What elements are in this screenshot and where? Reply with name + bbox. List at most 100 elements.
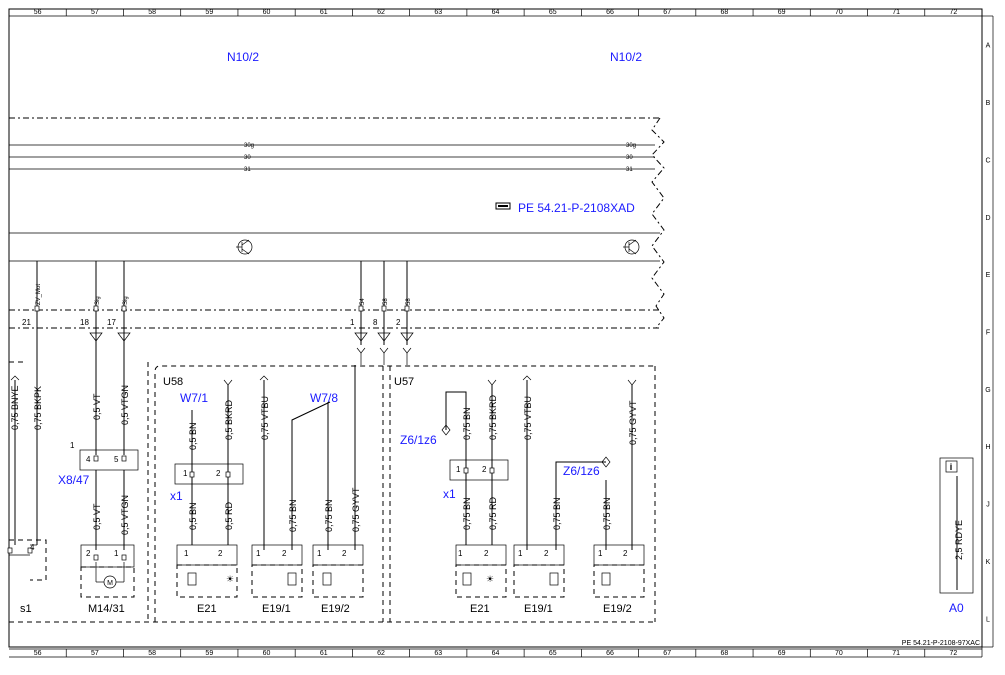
column-number: 72 bbox=[949, 9, 957, 16]
w78-label: W7/8 bbox=[310, 391, 338, 405]
column-number: 68 bbox=[721, 9, 729, 16]
e21b-pin2: 2 bbox=[484, 549, 489, 558]
info-icon bbox=[945, 460, 958, 473]
column-number: 64 bbox=[492, 9, 500, 16]
signal-pin1: 54 bbox=[360, 298, 366, 305]
a0-wire: 2,5 RDYE bbox=[954, 520, 964, 560]
reference-text[interactable]: PE 54.21-P-2108XAD bbox=[518, 201, 635, 215]
e192-label-b: E19/2 bbox=[603, 603, 632, 615]
e21-label-a: E21 bbox=[197, 603, 217, 615]
column-number: 67 bbox=[663, 9, 671, 16]
info-icon-glyph: i bbox=[950, 462, 953, 472]
row-letter: F bbox=[986, 330, 990, 337]
z61z6-label-a: Z6/1z6 bbox=[400, 433, 437, 447]
e21a-pin1: 1 bbox=[184, 549, 189, 558]
column-number: 57 bbox=[91, 650, 99, 657]
e21a-pin2: 2 bbox=[218, 549, 223, 558]
row-letter: B bbox=[986, 100, 991, 107]
e192-label-a: E19/2 bbox=[321, 603, 350, 615]
pin-21: 21 bbox=[22, 318, 31, 327]
row-letter: E bbox=[986, 272, 991, 279]
bus-31-left-label: 31 bbox=[244, 167, 251, 173]
column-number: 66 bbox=[606, 9, 614, 16]
lamp-icon-b: ☀ bbox=[486, 574, 494, 584]
column-number: 59 bbox=[205, 650, 213, 657]
x1a-pin2: 2 bbox=[216, 469, 221, 478]
m1431-label: M14/31 bbox=[88, 603, 125, 615]
column-number: 56 bbox=[34, 650, 42, 657]
wire-bkpk: 0,75 BKPK bbox=[33, 386, 43, 430]
u57-wire-vtbu: 0,75 VTBU bbox=[523, 396, 533, 440]
row-letter: J bbox=[986, 502, 990, 509]
wire-vtgn-top: 0,5 VTGN bbox=[120, 385, 130, 425]
row-letter: A bbox=[986, 43, 991, 50]
module-label-left: N10/2 bbox=[227, 50, 259, 64]
column-number: 59 bbox=[205, 9, 213, 16]
e191a-pin1: 1 bbox=[256, 549, 261, 558]
row-letter: H bbox=[985, 444, 990, 451]
row-letter: K bbox=[986, 559, 991, 566]
row-letter: L bbox=[986, 616, 990, 623]
n102-boundary bbox=[9, 117, 665, 329]
x1-label-a: x1 bbox=[170, 489, 183, 503]
u57-wire-bn-bot: 0,75 BN bbox=[462, 497, 472, 530]
column-number: 63 bbox=[434, 650, 442, 657]
u58-wire-rd-bot: 0,5 RD bbox=[224, 501, 234, 530]
e191-label-b: E19/1 bbox=[524, 603, 553, 615]
row-letter: C bbox=[985, 157, 990, 164]
column-number: 66 bbox=[606, 650, 614, 657]
a0-label: A0 bbox=[949, 601, 964, 615]
x847-pin5-label: 5 bbox=[114, 455, 119, 464]
e192-lamp-b: 1 2 E19/2 bbox=[593, 544, 645, 615]
e191b-pin1: 1 bbox=[518, 549, 523, 558]
w71-label: W7/1 bbox=[180, 391, 208, 405]
column-number: 62 bbox=[377, 9, 385, 16]
bus-30-right-label: 30 bbox=[626, 155, 633, 161]
signal-zvmot: ZV_Mot bbox=[36, 284, 42, 305]
e21-lamp-a: 1 2 ☀ E21 bbox=[176, 544, 238, 615]
s1-label: s1 bbox=[20, 603, 32, 615]
e191a-pin2: 2 bbox=[282, 549, 287, 558]
e191b-pin2: 2 bbox=[544, 549, 549, 558]
column-number: 72 bbox=[949, 650, 957, 657]
e21b-pin1: 1 bbox=[458, 549, 463, 558]
x1b-pin1: 1 bbox=[456, 465, 461, 474]
s1-component: 4 s1 0,75 BNYE 0,75 BKPK bbox=[7, 361, 655, 623]
x847-connector: 1 4 5 X8/47 0,5 VT 0,5 VTGN 0,5 VT 0,5 V… bbox=[58, 385, 139, 550]
bus-30g-left-label: 30g bbox=[244, 143, 254, 149]
column-number: 60 bbox=[263, 650, 271, 657]
e21-label-b: E21 bbox=[470, 603, 490, 615]
transistor-band bbox=[9, 232, 660, 262]
lamp-icon: ☀ bbox=[226, 574, 234, 584]
e191-label-a: E19/1 bbox=[262, 603, 291, 615]
u58-wire-gyvt: 0,75 GYVT bbox=[351, 487, 361, 532]
reference-link[interactable]: PE 54.21-P-2108XAD bbox=[495, 201, 635, 215]
column-number: 58 bbox=[148, 650, 156, 657]
column-number: 70 bbox=[835, 650, 843, 657]
column-number: 57 bbox=[91, 9, 99, 16]
u58-wire-bn-e191: 0,75 BN bbox=[288, 499, 298, 532]
document-reference: PE 54.21-P-2108-97XAC bbox=[902, 640, 980, 647]
bus-30g-right-label: 30g bbox=[626, 143, 636, 149]
column-number: 65 bbox=[549, 650, 557, 657]
transistor-icon-left bbox=[236, 239, 253, 255]
u58-wire-vtbu: 0,75 VTBU bbox=[260, 396, 270, 440]
u57-wire-bkrd: 0,75 BKRD bbox=[488, 394, 498, 440]
bus-31-right-label: 31 bbox=[626, 167, 633, 173]
u57-group: U57 Z6/1z6 Z6/1z6 x1 1 2 0,75 BN 0,75 BK… bbox=[389, 366, 656, 622]
motor-symbol: M bbox=[107, 580, 113, 587]
transistor-icon-right bbox=[623, 239, 640, 255]
drawing-frame bbox=[8, 8, 994, 658]
s1-pin-label: 4 bbox=[30, 543, 35, 552]
column-number: 58 bbox=[148, 9, 156, 16]
column-number: 61 bbox=[320, 9, 328, 16]
x847-label: X8/47 bbox=[58, 473, 90, 487]
u58-wire-bn-e192: 0,75 BN bbox=[324, 499, 334, 532]
signal-pin17: Sig bbox=[123, 296, 129, 305]
u57-wire-gyvt: 0,75 GYVT bbox=[628, 400, 638, 445]
wire-vtgn-bot: 0,5 VTGN bbox=[120, 495, 130, 535]
u57-wire-bn-e191: 0,75 BN bbox=[552, 497, 562, 530]
